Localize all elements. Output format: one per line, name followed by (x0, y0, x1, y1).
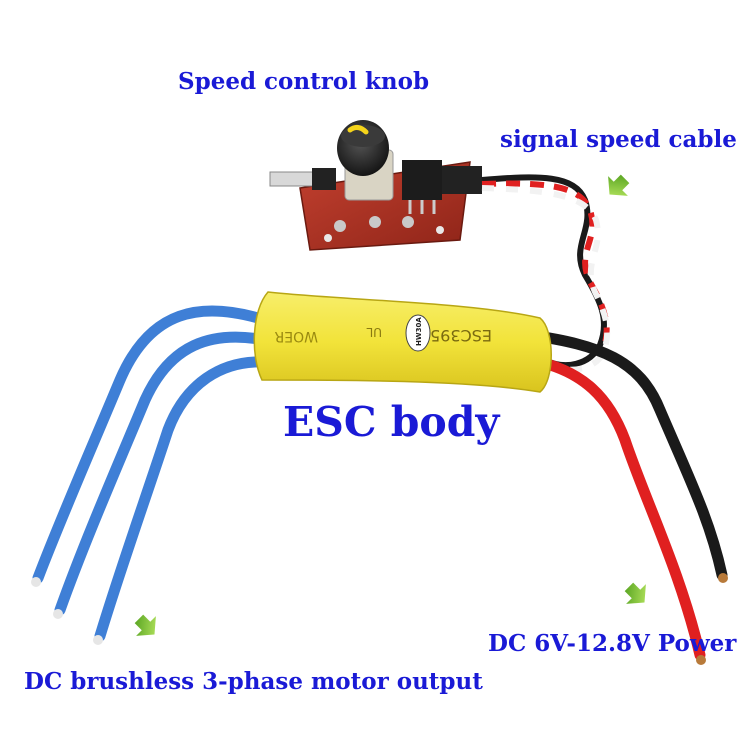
signal-speed-cable-label: signal speed cable (500, 126, 737, 153)
pin-header-right (402, 160, 482, 214)
esc-mark-print: UL (366, 325, 382, 339)
speed-control-knob-label: Speed control knob (178, 68, 430, 95)
esc-badge-text: HW30A (415, 317, 423, 346)
motor-output-wires (31, 305, 271, 645)
esc-print: WOER ESC3950 UL (274, 325, 492, 345)
arrow-signal-icon (608, 174, 630, 196)
signal-speed-cable (481, 174, 611, 373)
esc-model-print: ESC3950 (420, 326, 492, 345)
speed-knob (337, 120, 389, 176)
speed-control-board (269, 120, 482, 251)
dc-power-label: DC 6V-12.8V Power (488, 630, 737, 657)
esc-body-label: ESC body (283, 398, 500, 446)
arrow-motor-icon (134, 614, 156, 636)
pin-header-left (269, 168, 336, 190)
motor-output-label: DC brushless 3-phase motor output (24, 668, 483, 695)
esc-brand-print: WOER (274, 328, 318, 344)
esc-badge: HW30A (405, 314, 431, 352)
arrow-power-icon (624, 582, 646, 604)
power-wires (524, 329, 728, 665)
esc-body: WOER ESC3950 UL HW30A (253, 291, 552, 393)
